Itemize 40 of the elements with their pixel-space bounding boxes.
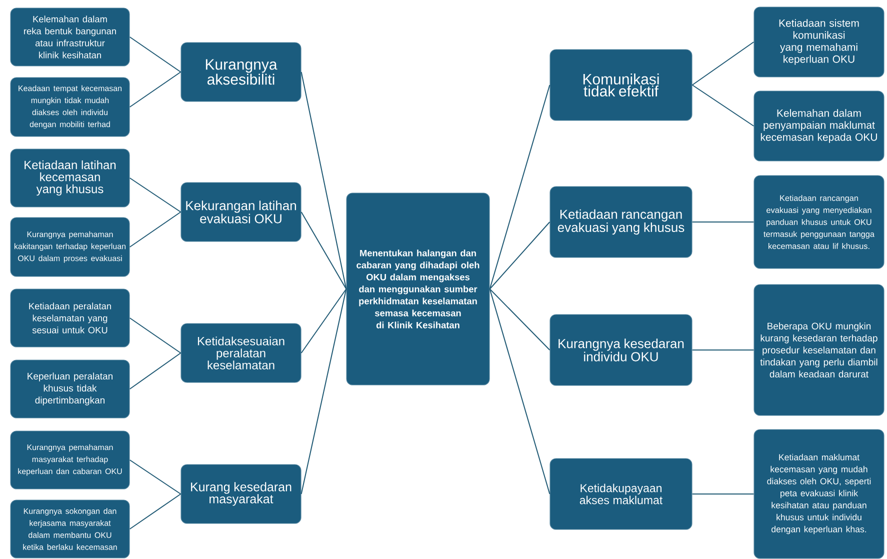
cause-box: Ketiadaan rancangan evakuasi yang menyediakan panduan khusus untuk OKU termasuk penggunaan tangga kecemasan atau lif khusus. [754,175,884,269]
category-box: Kurangnya kesedaran individu OKU [550,314,692,386]
connector-line [300,212,347,290]
connector-line [489,288,550,494]
cause-box: Kelemahan dalam reka bentuk bangunan atau infrastruktur klinik kesihatan [10,8,130,66]
cause-box: Ketiadaan latihan kecemasan yang khusus [10,148,130,208]
connector-line [129,178,182,212]
connector-line [129,352,182,390]
cause-box: Ketiadaan maklumat kecemasan yang mudah diakses oleh OKU, seperti peta evakuasi klinik kesihatan atau panduan khusus untuk individu dengan keperluan khas. [754,429,884,559]
connector-line [300,288,347,494]
connector-line [129,212,182,248]
connector-line [489,222,550,290]
cause-box: Keperluan peralatan khusus tidak dipertimbangkan [10,360,130,418]
connector-line [300,288,347,354]
cause-box: Keadaan tempat kecemasan mungkin tidak mudah diakses oleh individu dengan mobiliti terhad [10,77,130,137]
connector-line [692,42,754,86]
category-box: Ketidakupayaan akses maklumat [550,458,692,530]
cause-box: Kurangnya pemahaman kakitangan terhadap keperluan OKU dalam proses evakuasi [10,217,130,277]
category-box: Ketidaksesuaian peralatan keselamatan [180,323,302,383]
topic-box: Menentukan halangan dan cabaran yang dihadapi oleh OKU dalam mengakses dan menggunakan sumber perkhidmatan keselamatan semasa kecemasan di Klinik Kesihatan [346,192,490,386]
category-box: Ketiadaan rancangan evakuasi yang khusus [550,186,692,258]
cause-box: Ketiadaan sistem komunikasi yang memahami keperluan OKU [754,6,884,78]
connector-line [300,72,347,290]
cause-box: Kurangnya sokongan dan kerjasama masyarakat dalam membantu OKU ketika berlaku kecemasan [10,500,130,558]
connector-line [129,72,182,108]
cause-box: Beberapa OKU mungkin kurang kesedaran terhadap prosedur keselamatan dan tindakan yang perlu diambil dalam keadaan darurat [754,284,884,416]
connector-line [489,288,550,350]
category-box: Kurang kesedaran masyarakat [180,464,302,524]
connector-line [129,494,182,530]
connector-line [489,84,550,290]
connector-line [129,318,182,354]
cause-box: Ketiadaan peralatan keselamatan yang sesuai untuk OKU [10,288,130,348]
connector-line [692,84,754,126]
connector-line [129,36,182,72]
connector-line [129,460,182,494]
category-box: Kurangnya aksesibiliti [180,42,302,102]
cause-box: Kurangnya pemahaman masyarakat terhadap keperluan dan cabaran OKU [10,430,130,490]
category-box: Kekurangan latihan evakuasi OKU [180,182,302,242]
cause-box: Kelemahan dalam penyampaian maklumat kecemasan kepada OKU [754,90,884,162]
category-box: Komunikasi tidak efektif [550,49,692,121]
